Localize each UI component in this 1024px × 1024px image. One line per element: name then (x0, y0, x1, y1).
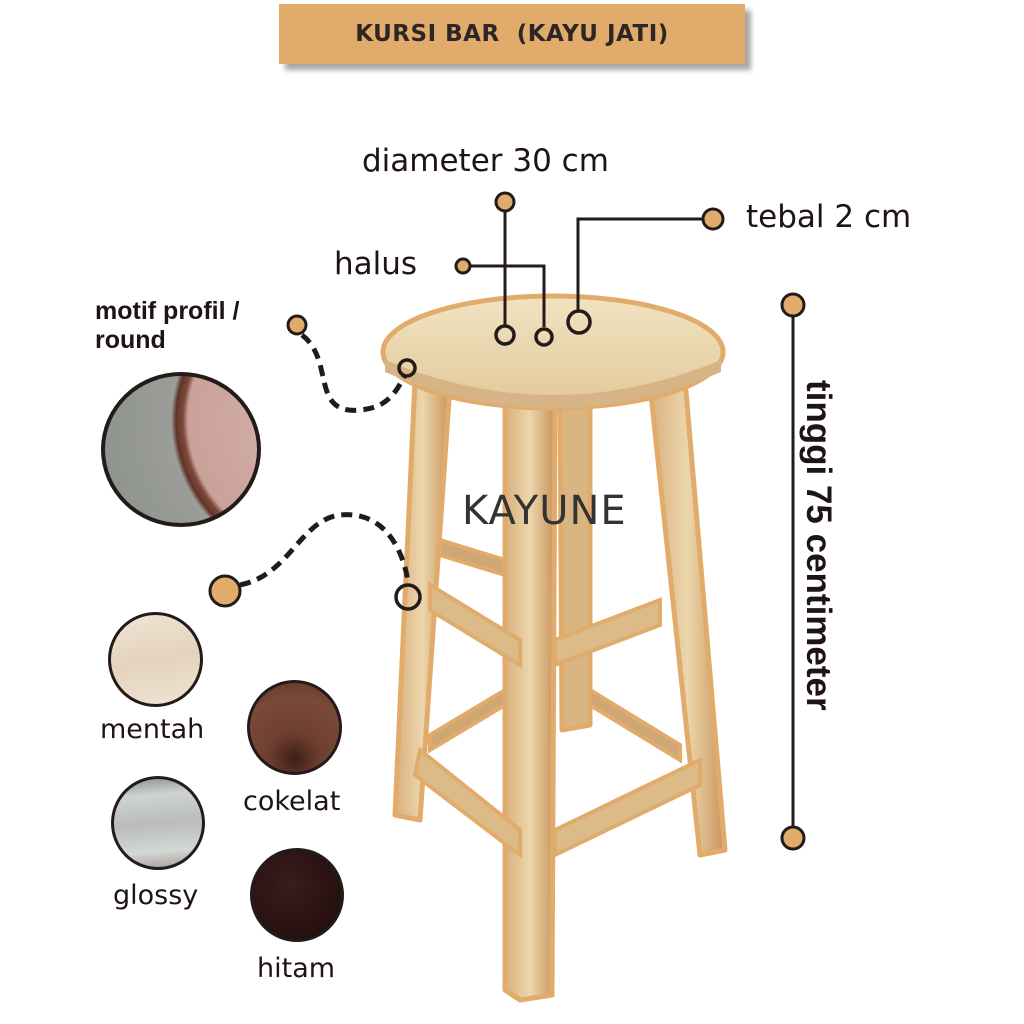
thickness-label: tebal 2 cm (746, 199, 912, 235)
swatch-mentah[interactable] (108, 612, 203, 707)
brand-watermark: KAYUNE (462, 488, 627, 534)
height-label: tinggi 75 centimeter (799, 380, 838, 711)
swatch-mentah-label: mentah (100, 714, 205, 745)
swatch-glossy-label: glossy (113, 880, 199, 911)
page-title: KURSI BAR (KAYU JATI) (355, 21, 669, 47)
swatch-hitam[interactable] (250, 848, 344, 942)
diameter-label: diameter 30 cm (362, 143, 609, 179)
finish-label: halus (334, 246, 418, 282)
swatch-cokelat-label: cokelat (243, 786, 341, 817)
swatch-glossy[interactable] (111, 776, 205, 870)
edge-profile-label: motif profil / round (95, 297, 240, 354)
title-banner: KURSI BAR (KAYU JATI) (279, 4, 745, 64)
swatch-hitam-label: hitam (257, 953, 336, 984)
edge-profile-detail-image (101, 372, 261, 527)
swatch-cokelat[interactable] (247, 680, 342, 775)
